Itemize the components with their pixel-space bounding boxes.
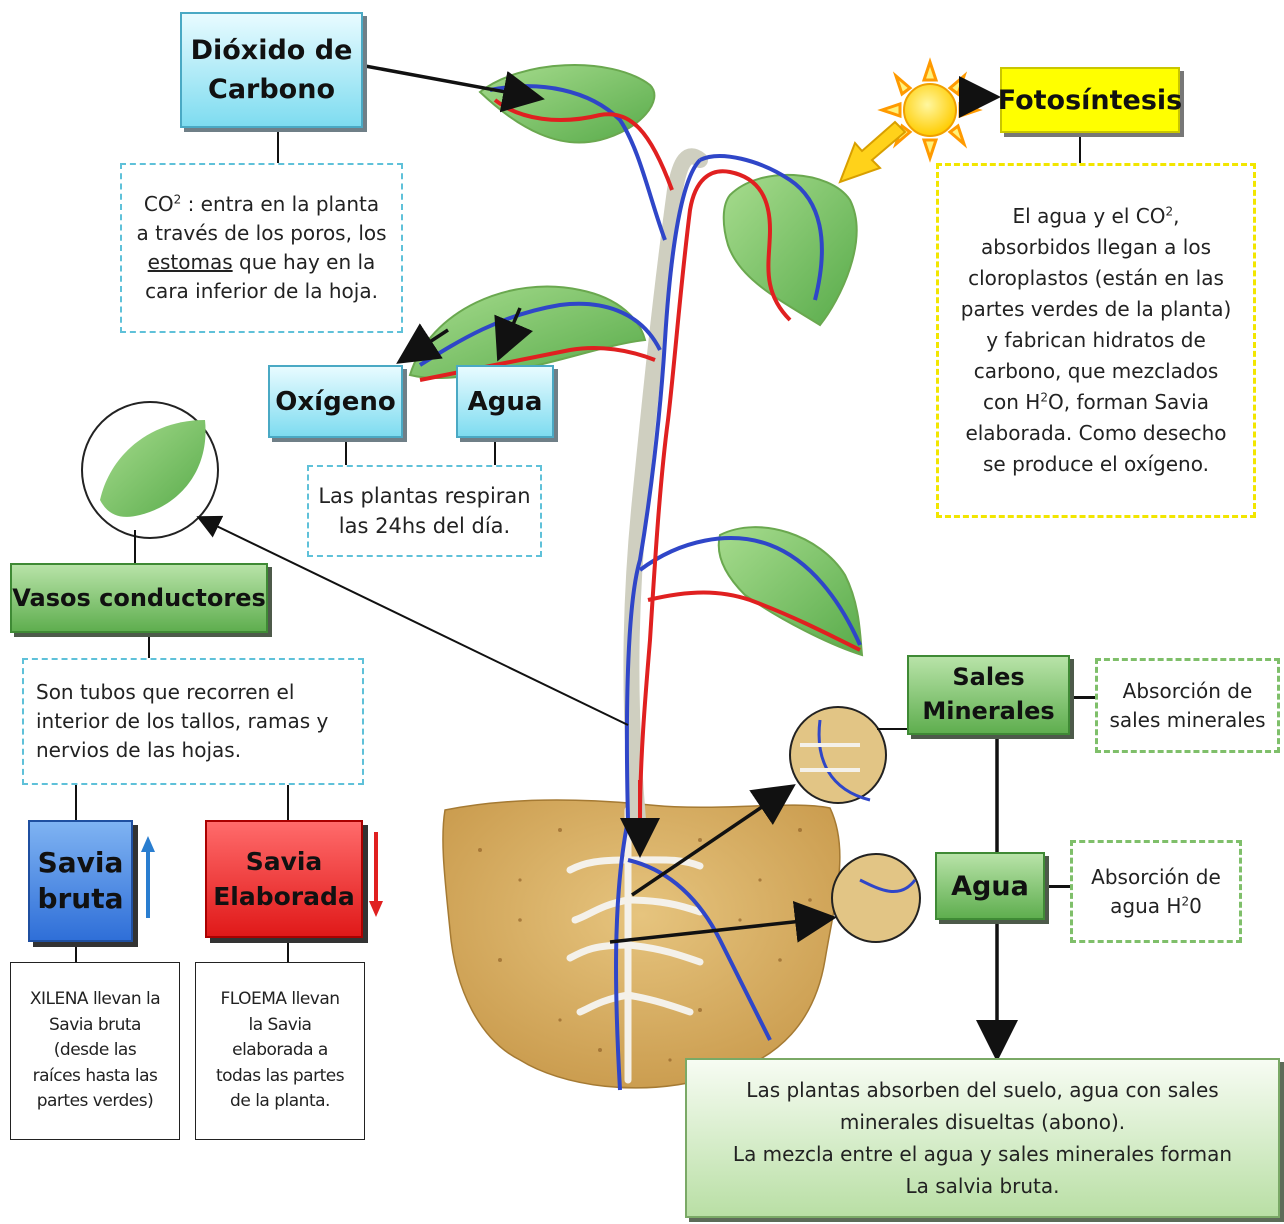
arrow-up-icon [141, 836, 155, 918]
xilena-l3: (desde las [54, 1038, 136, 1064]
foto-l2: absorbidos llegan a los [981, 232, 1211, 263]
xilena-description: XILENA llevan la Savia bruta (desde las … [10, 962, 180, 1140]
bottom-l3: La mezcla entre el agua y sales minerale… [733, 1138, 1232, 1170]
vasos-conductores-label: Vasos conductores [10, 563, 268, 633]
vasos-description: Son tubos que recorren el interior de lo… [22, 658, 364, 785]
absorcion-sales-description: Absorción de sales minerales [1095, 658, 1280, 753]
agua-top-text: Agua [468, 387, 543, 417]
agua-right-text: Agua [951, 871, 1029, 902]
zoom-circle-root-2 [832, 854, 920, 942]
foto-l9: se produce el oxígeno. [983, 449, 1209, 480]
abs-agua-l1: Absorción de [1091, 863, 1221, 892]
foto-l1sup: 2 [1165, 204, 1173, 218]
foto-l5: y fabrican hidratos de [986, 325, 1206, 356]
savia-elaborada-label: Savia Elaborada [205, 820, 363, 938]
zoom-circle-root-1 [790, 707, 886, 803]
foto-l1a: El agua y el CO [1013, 204, 1166, 228]
savia-bruta-label: Savia bruta [28, 820, 133, 942]
bottom-l1: Las plantas absorben del suelo, agua con… [746, 1074, 1218, 1106]
abs-agua-l2b: 0 [1189, 894, 1202, 918]
estomas-term: estomas [148, 250, 233, 274]
foto-l7sup: 2 [1040, 390, 1048, 404]
co2-description: CO2 : entra en la planta a través de los… [120, 163, 403, 333]
floema-l1: FLOEMA llevan [220, 987, 339, 1013]
co2-line4: cara inferior de la hoja. [145, 277, 378, 306]
vasos-text: Vasos conductores [12, 584, 266, 612]
fotosintesis-label: Fotosíntesis [1000, 67, 1180, 133]
sunlight-arrow [840, 122, 905, 182]
floema-l4: todas las partes [216, 1064, 344, 1090]
oxigeno-label: Oxígeno [268, 365, 403, 438]
respiran-line2: las 24hs del día. [339, 511, 510, 541]
co2-line3: que hay en la [233, 250, 376, 274]
sales-l1: Sales [952, 661, 1024, 695]
agua-right-label: Agua [935, 852, 1045, 920]
floema-l5: de la planta. [230, 1089, 330, 1115]
zoom-circle-leaf [82, 402, 218, 538]
vasos-l3: nervios de las hojas. [36, 736, 241, 765]
savia-elab-l1: Savia [246, 844, 323, 879]
sales-minerales-label: Sales Minerales [907, 655, 1070, 735]
foto-l1b: , [1173, 204, 1179, 228]
absorcion-agua-description: Absorción de agua H20 [1070, 840, 1242, 943]
stem [631, 156, 700, 820]
floema-l3: elaborada a [232, 1038, 328, 1064]
foto-l7b: O, forman Savia [1048, 390, 1209, 414]
foto-l4: partes verdes de la planta) [961, 294, 1232, 325]
oxigeno-text: Oxígeno [275, 387, 395, 417]
foto-l8: elaborada. Como desecho [965, 418, 1226, 449]
foto-l3: cloroplastos (están en las [968, 263, 1224, 294]
xilena-l5: partes verdes) [37, 1089, 154, 1115]
xilena-l4: raíces hasta las [33, 1064, 158, 1090]
arrow-down-icon [369, 832, 383, 917]
respiran-description: Las plantas respiran las 24hs del día. [307, 465, 542, 557]
dioxido-carbono-label: Dióxido de Carbono [180, 12, 363, 128]
abs-agua-l2a: agua H [1110, 894, 1181, 918]
sun-icon [882, 62, 978, 158]
bottom-l2: minerales disueltas (abono). [840, 1106, 1125, 1138]
savia-bruta-l1: Savia [38, 845, 124, 881]
fotosintesis-description: El agua y el CO2, absorbidos llegan a lo… [936, 163, 1256, 518]
savia-elab-l2: Elaborada [213, 879, 355, 914]
agua-top-label: Agua [456, 365, 554, 438]
co2-text-a: CO [144, 192, 174, 216]
floema-l2: la Savia [249, 1013, 312, 1039]
dioxido-line1: Dióxido de [191, 31, 353, 70]
vasos-l2: interior de los tallos, ramas y [36, 707, 328, 736]
floema-description: FLOEMA llevan la Savia elaborada a todas… [195, 962, 365, 1140]
xilena-l1: XILENA llevan la [30, 987, 160, 1013]
vasos-l1: Son tubos que recorren el [36, 678, 294, 707]
co2-line2: a través de los poros, los [136, 219, 386, 248]
savia-bruta-l2: bruta [37, 881, 123, 917]
bottom-summary-panel: Las plantas absorben del suelo, agua con… [685, 1058, 1280, 1218]
dioxido-line2: Carbono [208, 70, 335, 109]
sales-l2: Minerales [922, 695, 1054, 729]
abs-sales-l1: Absorción de [1123, 677, 1253, 706]
abs-sales-l2: sales minerales [1109, 706, 1265, 735]
abs-agua-sup: 2 [1181, 894, 1189, 908]
foto-l7a: con H [983, 390, 1040, 414]
fotosintesis-text: Fotosíntesis [998, 85, 1183, 116]
respiran-line1: Las plantas respiran [318, 481, 530, 511]
foto-l6: carbono, que mezclados [974, 356, 1219, 387]
bottom-l4: La salvia bruta. [905, 1170, 1059, 1202]
co2-text-b: : entra en la planta [181, 192, 379, 216]
xilena-l2: Savia bruta [49, 1013, 141, 1039]
